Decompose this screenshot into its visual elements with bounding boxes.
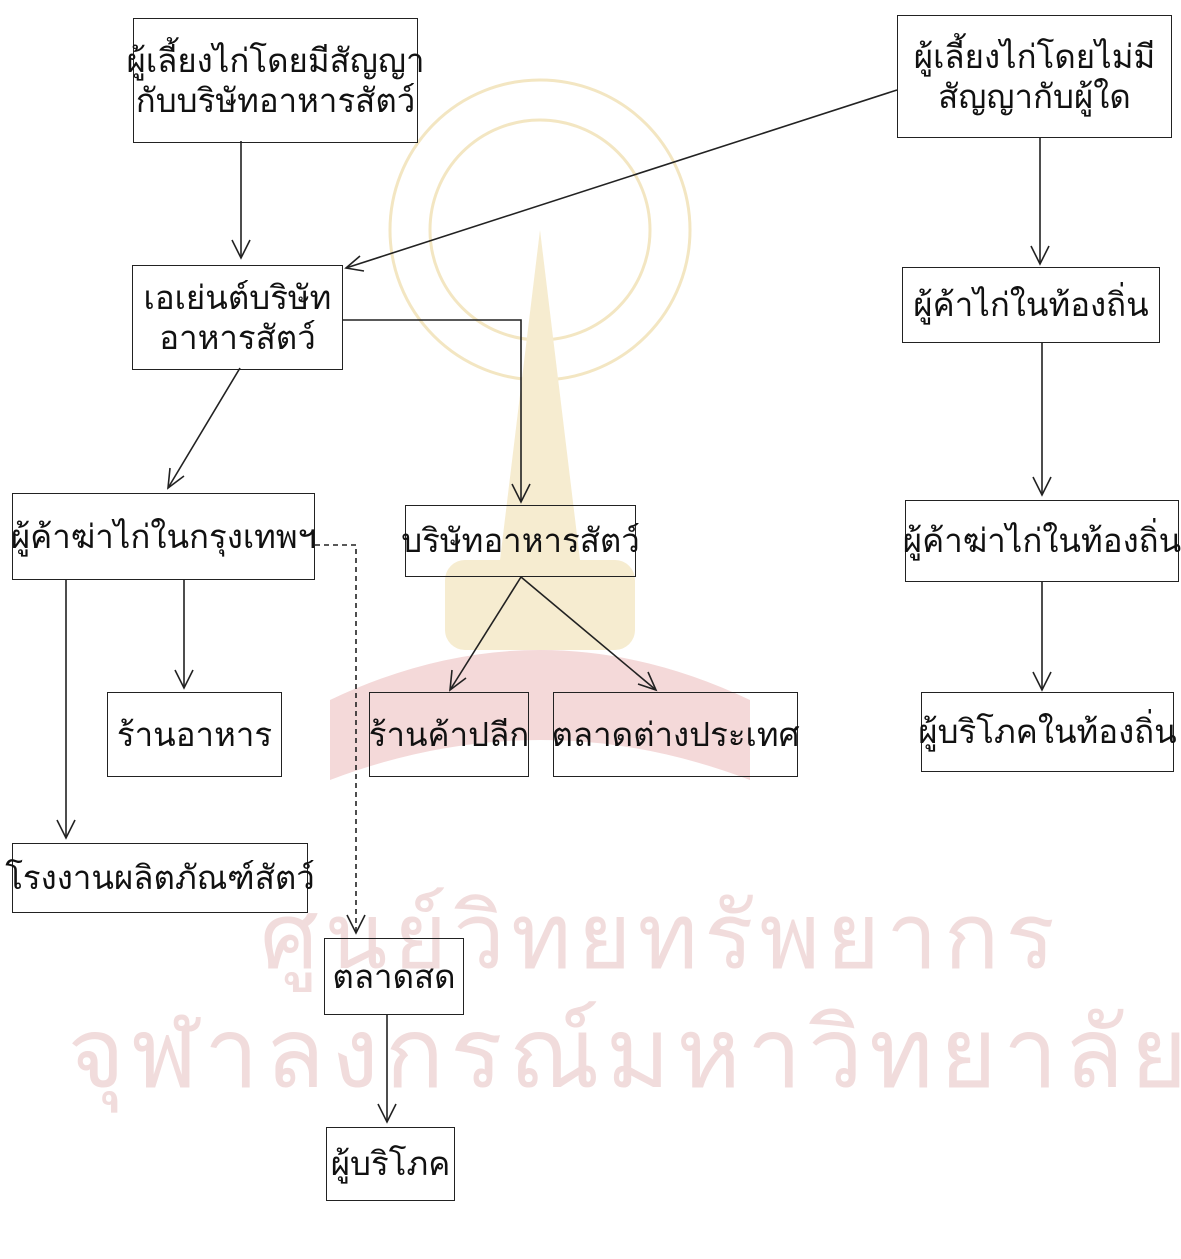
arrowhead-restaurant [174, 669, 194, 690]
node-independent-farmer-line-1: ผู้เลี้ยงไก่โดยไม่มี [913, 36, 1156, 76]
arrowhead-local-consumer [1032, 671, 1052, 692]
node-fresh-market: ตลาดสด [324, 938, 464, 1015]
node-retail-shop-label: ร้านค้าปลีก [368, 714, 530, 754]
arrowhead-agent-2 [344, 255, 365, 272]
node-independent-farmer: ผู้เลี้ยงไก่โดยไม่มี สัญญากับผู้ใด [897, 15, 1172, 138]
node-bkk-slaughter-trader-label: ผู้ค้าฆ่าไก่ในกรุงเทพฯ [10, 516, 317, 556]
node-agent-line-2: อาหารสัตว์ [159, 317, 316, 357]
arrow-company-to-foreign [520, 576, 657, 691]
node-fresh-market-label: ตลาดสด [332, 956, 456, 996]
arrowhead-fresh-market [346, 914, 366, 935]
node-animal-product-factory-label: โรงงานผลิตภัณฑ์สัตว์ [5, 858, 315, 897]
node-independent-farmer-line-2: สัญญากับผู้ใด [938, 76, 1131, 116]
arrowhead-agent-1 [231, 239, 251, 260]
node-local-consumer: ผู้บริโภคในท้องถิ่น [918, 692, 1177, 772]
arrowhead-company [511, 483, 531, 504]
arrowhead-bkk [167, 467, 185, 490]
node-retail-shop: ร้านค้าปลีก [369, 692, 529, 777]
node-contract-farmer-line-1: ผู้เลี้ยงไก่โดยมีสัญญา [126, 40, 425, 80]
arrow-agent-to-bkk [167, 367, 241, 489]
node-agent: เอเย่นต์บริษัท อาหารสัตว์ [132, 265, 343, 370]
node-consumer: ผู้บริโภค [326, 1127, 455, 1201]
node-local-trader: ผู้ค้าไก่ในท้องถิ่น [902, 267, 1160, 343]
arrowhead-local-slaughter [1032, 476, 1052, 497]
node-feed-company: บริษัทอาหารสัตว์ [401, 505, 640, 577]
arrow-agent-to-company [343, 319, 522, 502]
node-foreign-market: ตลาดต่างประเทศ [551, 692, 800, 777]
node-local-slaughter-trader: ผู้ค้าฆ่าไก่ในท้องถิ่น [902, 500, 1181, 582]
arrowhead-retail [449, 669, 467, 692]
node-contract-farmer-line-2: กับบริษัทอาหารสัตว์ [135, 80, 416, 120]
node-foreign-market-label: ตลาดต่างประเทศ [551, 714, 800, 754]
arrowhead-foreign [637, 671, 658, 692]
node-consumer-label: ผู้บริโภค [330, 1144, 451, 1183]
node-bkk-slaughter-trader: ผู้ค้าฆ่าไก่ในกรุงเทพฯ [10, 493, 317, 580]
node-contract-farmer: ผู้เลี้ยงไก่โดยมีสัญญา กับบริษัทอาหารสัต… [127, 18, 425, 143]
arrowhead-factory [56, 819, 76, 840]
arrowhead-consumer [377, 1103, 397, 1124]
node-local-trader-label: ผู้ค้าไก่ในท้องถิ่น [913, 285, 1149, 324]
arrow-company-to-retail [449, 576, 522, 691]
node-animal-product-factory: โรงงานผลิตภัณฑ์สัตว์ [5, 843, 315, 913]
arrow-independent-to-agent [345, 89, 898, 269]
node-restaurant: ร้านอาหาร [107, 692, 282, 777]
node-restaurant-label: ร้านอาหาร [116, 714, 273, 754]
node-local-consumer-label: ผู้บริโภคในท้องถิ่น [918, 712, 1177, 751]
node-local-slaughter-trader-label: ผู้ค้าฆ่าไก่ในท้องถิ่น [902, 521, 1181, 560]
arrowhead-local-trader [1030, 245, 1050, 266]
node-agent-line-1: เอเย่นต์บริษัท [143, 277, 332, 317]
arrow-bkk-to-fresh-market [315, 544, 357, 933]
node-feed-company-label: บริษัทอาหารสัตว์ [401, 521, 640, 560]
